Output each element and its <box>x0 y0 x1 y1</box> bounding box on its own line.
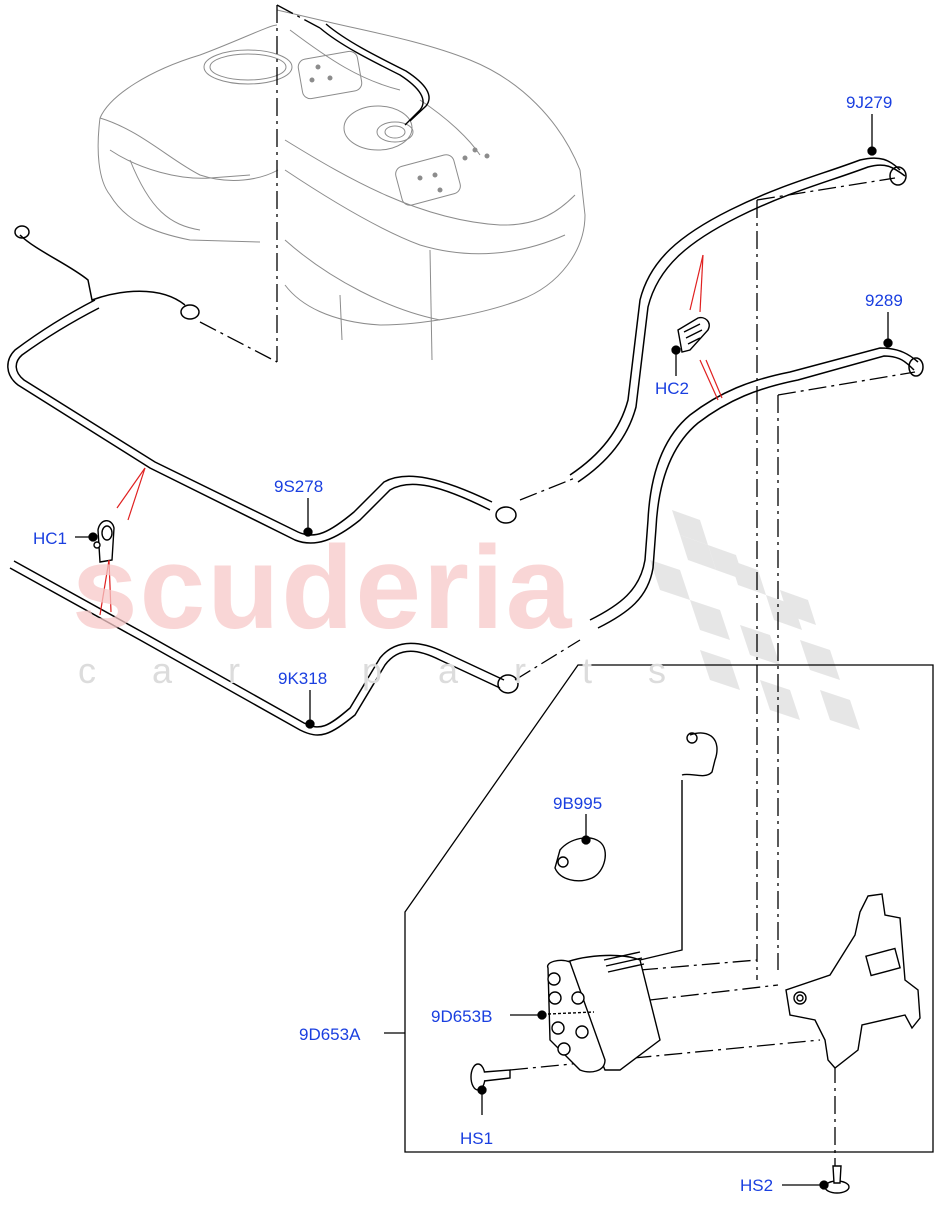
filter-9B995 <box>554 837 606 882</box>
canister-bracket <box>785 893 921 1069</box>
screw-hs2 <box>824 1165 850 1194</box>
checkered-flag-watermark <box>650 510 860 730</box>
hose-clip-hc2 <box>677 316 710 353</box>
screw-hs1 <box>470 1063 511 1091</box>
callout-9B995[interactable]: 9B995 <box>553 794 603 813</box>
watermark-tagline: car parts <box>78 650 723 691</box>
callout-HC2[interactable]: HC2 <box>655 379 690 398</box>
callout-9D653A[interactable]: 9D653A <box>299 1025 361 1044</box>
hose-clip-hc1 <box>93 520 115 563</box>
callout-HS2[interactable]: HS2 <box>740 1176 774 1195</box>
callout-9K318[interactable]: 9K318 <box>278 669 328 688</box>
tank-fuel-hose <box>319 23 430 126</box>
phantom-lines <box>199 4 916 1180</box>
hose-9J279 <box>569 157 907 483</box>
callout-leaders <box>75 114 893 1190</box>
clip-position-leaders <box>99 254 723 616</box>
canister-inset-frame <box>404 664 934 1153</box>
evap-canister-9D653B <box>546 951 661 1073</box>
callout-9J279[interactable]: 9J279 <box>846 93 893 112</box>
canister-connector-hose <box>639 732 718 961</box>
callout-9289[interactable]: 9289 <box>865 291 903 310</box>
callout-HS1[interactable]: HS1 <box>460 1129 494 1148</box>
hose-9S278 <box>7 225 517 544</box>
hose-9289 <box>589 347 924 629</box>
watermark-brand: scuderia <box>72 522 574 654</box>
fuel-tank-illustration <box>97 9 586 361</box>
callout-HC1[interactable]: HC1 <box>33 529 68 548</box>
callout-9S278[interactable]: 9S278 <box>274 477 324 496</box>
callout-9D653B[interactable]: 9D653B <box>431 1007 493 1026</box>
